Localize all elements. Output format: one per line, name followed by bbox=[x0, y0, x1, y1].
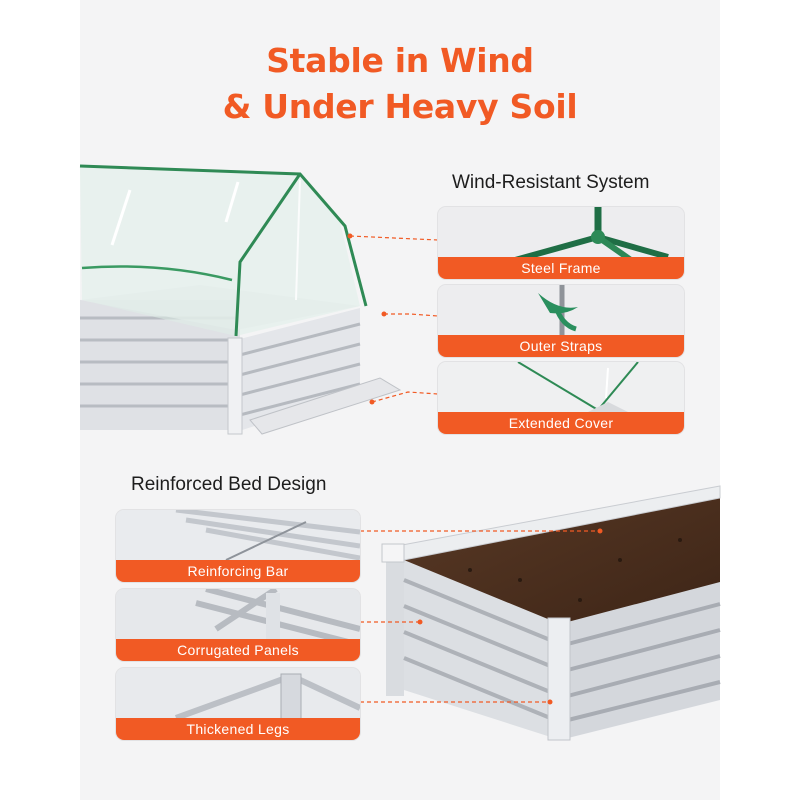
corrugated-panels-label: Corrugated Panels bbox=[116, 639, 360, 661]
bed-section-title: Reinforced Bed Design bbox=[131, 474, 327, 495]
card-thickened-legs: Thickened Legs bbox=[116, 668, 360, 740]
card-reinforcing-bar: Reinforcing Bar bbox=[116, 510, 360, 582]
thickened-legs-label: Thickened Legs bbox=[116, 718, 360, 740]
card-outer-straps: Outer Straps bbox=[438, 285, 684, 357]
reinforcing-bar-label: Reinforcing Bar bbox=[116, 560, 360, 582]
extended-cover-label: Extended Cover bbox=[438, 412, 684, 434]
leader-lines-bed bbox=[360, 530, 600, 703]
card-extended-cover: Extended Cover bbox=[438, 362, 684, 434]
card-corrugated-panels: Corrugated Panels bbox=[116, 589, 360, 661]
raised-bed-with-soil bbox=[381, 485, 721, 741]
outer-straps-label: Outer Straps bbox=[438, 335, 684, 357]
headline: Stable in Wind & Under Heavy Soil bbox=[80, 38, 720, 130]
card-steel-frame: Steel Frame bbox=[438, 207, 684, 279]
headline-line-1: Stable in Wind bbox=[266, 41, 534, 80]
greenhouse-cover bbox=[79, 164, 402, 435]
leader-lines-wind bbox=[349, 235, 439, 403]
wind-section-title: Wind-Resistant System bbox=[452, 172, 650, 193]
headline-line-2: & Under Heavy Soil bbox=[222, 87, 578, 126]
steel-frame-label: Steel Frame bbox=[438, 257, 684, 279]
